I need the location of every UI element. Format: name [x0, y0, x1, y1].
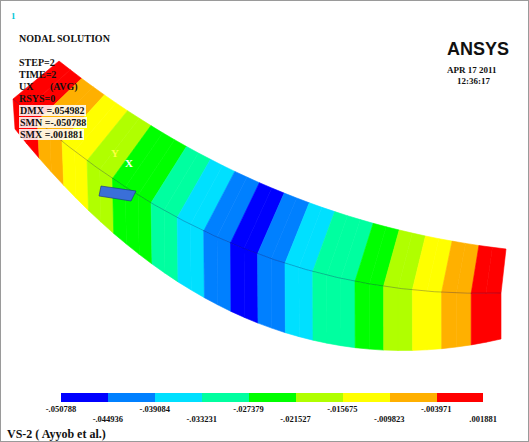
beam-side-face [217, 237, 231, 311]
beam-side-face [177, 218, 191, 291]
beam-side-face [100, 170, 114, 234]
beam-side-face [442, 292, 457, 349]
plot-info-text: APR 17 2011 [447, 65, 497, 76]
beam-side-face [327, 275, 341, 346]
beam-side-face [427, 291, 442, 350]
logo-text: ANSYS [447, 39, 509, 59]
beam-side-face [412, 290, 427, 351]
beam-side-face [190, 224, 204, 297]
beam-side-face [138, 195, 152, 264]
colorbar-value: -.009823 [374, 415, 404, 424]
beam-side-face [285, 263, 299, 337]
plot-info-text: RSYS=0 [19, 93, 55, 104]
plot-info-text: 1 [11, 11, 16, 22]
plot-info-text: STEP=2 [19, 57, 55, 68]
beam-side-face [151, 203, 165, 273]
beam-side-face [355, 281, 369, 349]
beam-side-face [204, 231, 218, 305]
plot-info-text: NODAL SOLUTION [19, 33, 110, 44]
beam-edge [13, 99, 501, 293]
beam-side-face [258, 254, 272, 328]
beam-top-face [486, 247, 506, 293]
beam-side-face [244, 249, 258, 324]
colorbar-value: -.003971 [421, 405, 451, 414]
beam-side-face [231, 243, 245, 318]
beam-side-face [313, 271, 327, 343]
plot-info-text: UX (AVG) [19, 81, 78, 92]
colorbar-value: -.044936 [93, 415, 123, 424]
plot-info-text: SMX =.001881 [19, 129, 84, 140]
beam-side-face [271, 259, 285, 333]
beam-side-face [471, 293, 486, 345]
colorbar-value: .001881 [469, 415, 497, 424]
figure-caption: VS-2 ( Ayyob et al.) [7, 427, 106, 441]
plot-info-text: DMX =.054982 [19, 105, 86, 116]
colorbar-value: -.021527 [280, 415, 310, 424]
colorbar-value: -.027379 [233, 405, 263, 414]
beam-side-face [62, 141, 76, 198]
beam-side-face [87, 161, 101, 223]
beam-side-face [456, 293, 471, 347]
colorbar-value: -.015675 [327, 405, 357, 414]
colorbar-value: -.050788 [46, 405, 76, 414]
plot-info-text: 12:36:17 [457, 76, 490, 87]
colorbar-value: -.039084 [140, 405, 170, 414]
axis-letter: X [125, 157, 133, 170]
beam-side-face [486, 293, 501, 342]
plot-info-text: SMN =-.050788 [19, 117, 87, 128]
beam-side-face [384, 286, 398, 350]
beam-side-face [369, 284, 383, 350]
support-plate [99, 186, 136, 201]
beam-side-face [299, 268, 313, 341]
beam-side-face [164, 210, 178, 282]
beam-side-face [341, 278, 355, 347]
plot-info-text: TIME=2 [19, 69, 56, 80]
beam-side-face [398, 288, 413, 350]
colorbar-value: -.033231 [186, 415, 216, 424]
axis-letter: Y [111, 147, 119, 160]
